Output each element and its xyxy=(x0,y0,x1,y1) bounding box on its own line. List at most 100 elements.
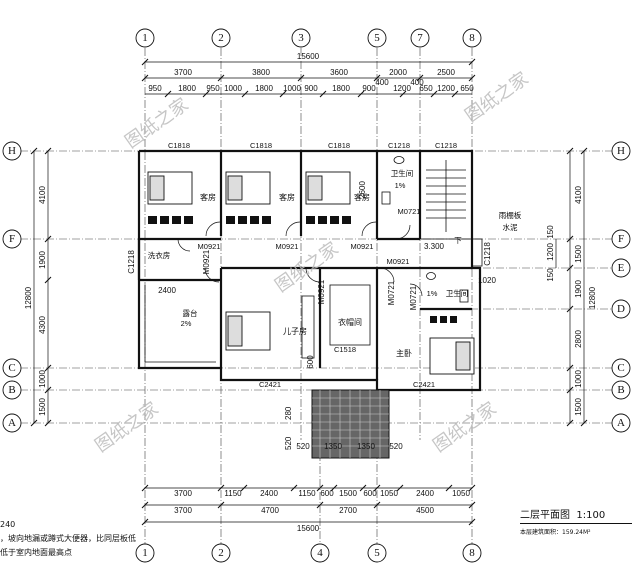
axis-label-bottom: 8 xyxy=(469,547,475,559)
dim-top-small: 400 xyxy=(410,78,424,87)
dim-bottom-total: 15600 xyxy=(297,524,320,533)
dim-right-inner: 150 xyxy=(546,268,555,282)
title-underline xyxy=(520,523,632,524)
canopy-label: 雨棚板 xyxy=(499,210,522,220)
dim-bottom: 1050 xyxy=(380,489,398,498)
fixtures xyxy=(381,156,469,303)
axis-label-right: A xyxy=(617,417,625,429)
axis-label-right: D xyxy=(617,303,625,315)
dim-right: 4100 xyxy=(574,186,583,204)
room-label: 露台 xyxy=(183,308,198,318)
axis-label-right: B xyxy=(617,384,624,396)
watermark-text: 图纸之家 xyxy=(429,398,500,456)
dim-left: 4300 xyxy=(38,316,47,334)
dim-top2: 1800 xyxy=(255,84,273,93)
dim-porch: 520 xyxy=(296,442,310,451)
dim-top-small: 400 xyxy=(375,78,389,87)
axis-label-right: H xyxy=(617,145,625,157)
dim-porch: 520 xyxy=(389,442,403,451)
axis-label-right: E xyxy=(618,262,625,274)
window-label: C1218 xyxy=(483,242,492,266)
door-label: M0921 xyxy=(351,242,374,251)
dim-right: 1900 xyxy=(574,280,583,298)
window-label: C2421 xyxy=(259,380,281,389)
dim-top2: 1800 xyxy=(178,84,196,93)
door-label: M0721 xyxy=(409,285,418,310)
inner-lines xyxy=(144,150,483,363)
dim-top2: 1200 xyxy=(393,84,411,93)
slope-label: 2% xyxy=(181,319,192,328)
door-label: M0721 xyxy=(398,207,421,216)
door-label: M0721 xyxy=(387,280,396,305)
slope-label: 1% xyxy=(395,181,406,190)
axis-label-top: 5 xyxy=(374,32,380,44)
axis-label-bottom: 2 xyxy=(218,547,224,559)
room-label: 客房 xyxy=(200,192,216,202)
dim-top2: 1000 xyxy=(283,84,301,93)
dim-right: 1000 xyxy=(574,370,583,388)
porch-hatch xyxy=(311,389,390,459)
room-label: 卫生间 xyxy=(391,168,414,178)
canopy-label: 水泥 xyxy=(503,222,518,232)
door-label: M0921 xyxy=(317,279,326,304)
axis-label-right: F xyxy=(618,233,624,245)
window-label: C1218 xyxy=(127,250,136,274)
slope-label: 1% xyxy=(427,289,438,298)
watermark-text: 图纸之家 xyxy=(91,398,162,456)
dim-right: 1500 xyxy=(574,398,583,416)
stair-down-label: 下 xyxy=(454,236,462,245)
window-label: C1818 xyxy=(328,141,350,150)
axis-label-top: 8 xyxy=(469,32,475,44)
dim-porch-v: 280 xyxy=(284,406,293,420)
window-label: C1818 xyxy=(168,141,190,150)
axis-label-left: A xyxy=(8,417,16,429)
door-swings xyxy=(177,221,423,297)
axis-label-top: 7 xyxy=(417,32,423,44)
note-line: 低于室内地面最高点 xyxy=(0,548,72,557)
axis-label-bottom: 5 xyxy=(374,547,380,559)
dim-right-inner: 150 xyxy=(546,225,555,239)
axis-label-bottom: 4 xyxy=(317,547,323,559)
window-label: C2421 xyxy=(413,380,435,389)
window-label: C1518 xyxy=(334,345,356,354)
dim-bottom: 1500 xyxy=(339,489,357,498)
dim-bottom: 2400 xyxy=(260,489,278,498)
dim-right: 2800 xyxy=(574,330,583,348)
axis-label-right: C xyxy=(617,362,624,374)
dim-top2: 900 xyxy=(304,84,318,93)
door-label: M0921 xyxy=(198,242,221,251)
note-line: 240 xyxy=(0,520,16,529)
drawing-notes: 240 ，坡向地漏或蹲式大便器，比同层板低 低于室内地面最高点 xyxy=(0,518,136,560)
dim-left: 1000 xyxy=(38,370,47,388)
dimension-lines xyxy=(33,61,585,523)
dim-top2: 950 xyxy=(206,84,220,93)
porch-vertical-dims: 280 520 xyxy=(284,406,293,450)
axis-label-left: C xyxy=(8,362,15,374)
dim-small: 2600 xyxy=(358,181,367,199)
room-label: 客房 xyxy=(354,192,370,202)
dim-left: 1500 xyxy=(38,398,47,416)
dim-right-total: 12800 xyxy=(588,286,597,309)
dim-bottom: 600 xyxy=(363,489,377,498)
note-line: ，坡向地漏或蹲式大便器，比同层板低 xyxy=(0,534,136,543)
dim-right-inner: 1200 xyxy=(546,243,555,261)
dim-top2: 950 xyxy=(148,84,162,93)
dim-top: 2000 xyxy=(389,68,407,77)
dim-bottom: 2400 xyxy=(416,489,434,498)
dim-left: 1900 xyxy=(38,251,47,269)
dim-top2: 1200 xyxy=(437,84,455,93)
window-label: C1218 xyxy=(388,141,410,150)
room-label: 衣帽间 xyxy=(338,317,362,327)
level-label: 3.300 xyxy=(424,242,445,251)
room-label: 主卧 xyxy=(396,348,412,358)
wardrobes xyxy=(148,216,457,323)
dim-bottom2: 4700 xyxy=(261,506,279,515)
dim-top2: 650 xyxy=(419,84,433,93)
plan-title: 二层平面图 xyxy=(520,510,570,521)
dim-top: 3800 xyxy=(252,68,270,77)
dim-top2: 650 xyxy=(460,84,474,93)
room-label: 客房 xyxy=(279,192,295,202)
dim-top: 3700 xyxy=(174,68,192,77)
door-label: M0921 xyxy=(202,249,211,274)
room-label: 洗衣房 xyxy=(148,250,171,260)
